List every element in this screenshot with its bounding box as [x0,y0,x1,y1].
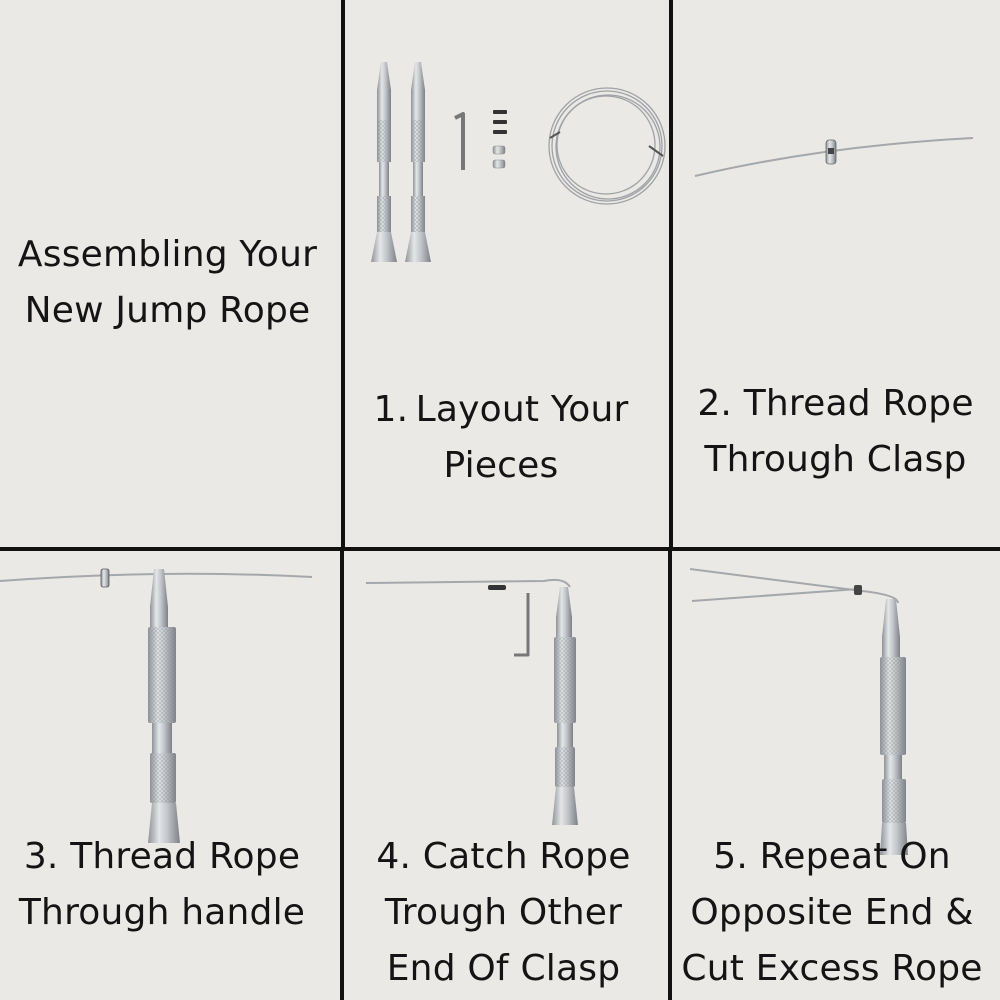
step-4-photo [365,578,578,825]
clasps-icon [492,145,506,169]
step-1-line1: 1. Layout Your [373,389,629,430]
step-4-caption: 4. Catch Rope Trough Other End Of Clasp [339,829,668,997]
step-3-line1: 3. Thread Rope [23,836,301,877]
divider-v1-bottom [340,550,344,1000]
clasp-icon [854,585,862,595]
step-3-line2: Through handle [18,892,306,933]
handle-icon [148,569,180,843]
coiled-rope-icon [548,87,666,205]
screws-icon [493,110,507,134]
rope-icon [691,588,859,602]
step-2-photo [694,137,974,177]
handle-icon [371,62,397,262]
page-title: Assembling Your New Jump Rope [0,227,341,339]
handle-icon [405,62,431,262]
step-1-caption: 1. Layout Your Pieces [333,382,669,494]
step-2-panel: 2. Thread Rope Through Clasp [673,0,1000,547]
divider-horizontal [0,547,1000,551]
step-4-line3: End Of Clasp [386,948,621,989]
step-2-line2: Through Clasp [704,439,967,480]
step-3-panel: 3. Thread Rope Through handle [0,551,340,1000]
step-3-photo [0,568,313,843]
step-1-photo [371,62,666,262]
allen-key-icon [454,112,465,170]
divider-v2-top [669,0,673,550]
step-5-line2: Opposite End & [690,892,974,933]
handle-icon [552,587,578,825]
handle-icon [880,599,908,855]
step-4-line1: 4. Catch Rope [376,836,631,877]
clasp-icon [488,585,506,590]
rope-icon [689,568,899,604]
step-3-caption: 3. Thread Rope Through handle [0,829,340,941]
step-5-line1: 5. Repeat On [713,836,951,877]
clasp-icon [100,568,110,588]
step-2-caption: 2. Thread Rope Through Clasp [671,376,1000,488]
step-1-line2: Pieces [443,445,559,486]
step-5-photo [689,568,908,855]
divider-v1-top [341,0,345,550]
page-title-line1: Assembling Your [17,234,318,275]
step-2-line1: 2. Thread Rope [697,383,974,424]
step-5-line3: Cut Excess Rope [681,948,983,989]
step-5-panel: 5. Repeat On Opposite End & Cut Excess R… [672,551,1000,1000]
step-1-panel: 1. Layout Your Pieces [345,0,669,547]
page-title-line2: New Jump Rope [24,290,311,331]
step-4-panel: 4. Catch Rope Trough Other End Of Clasp [344,551,668,1000]
title-panel: Assembling Your New Jump Rope [0,0,341,547]
allen-key-icon [514,593,530,657]
step-4-line2: Trough Other [384,892,623,933]
divider-v2-bottom [668,550,672,1000]
rope-icon [365,578,571,588]
step-5-caption: 5. Repeat On Opposite End & Cut Excess R… [664,829,1000,997]
